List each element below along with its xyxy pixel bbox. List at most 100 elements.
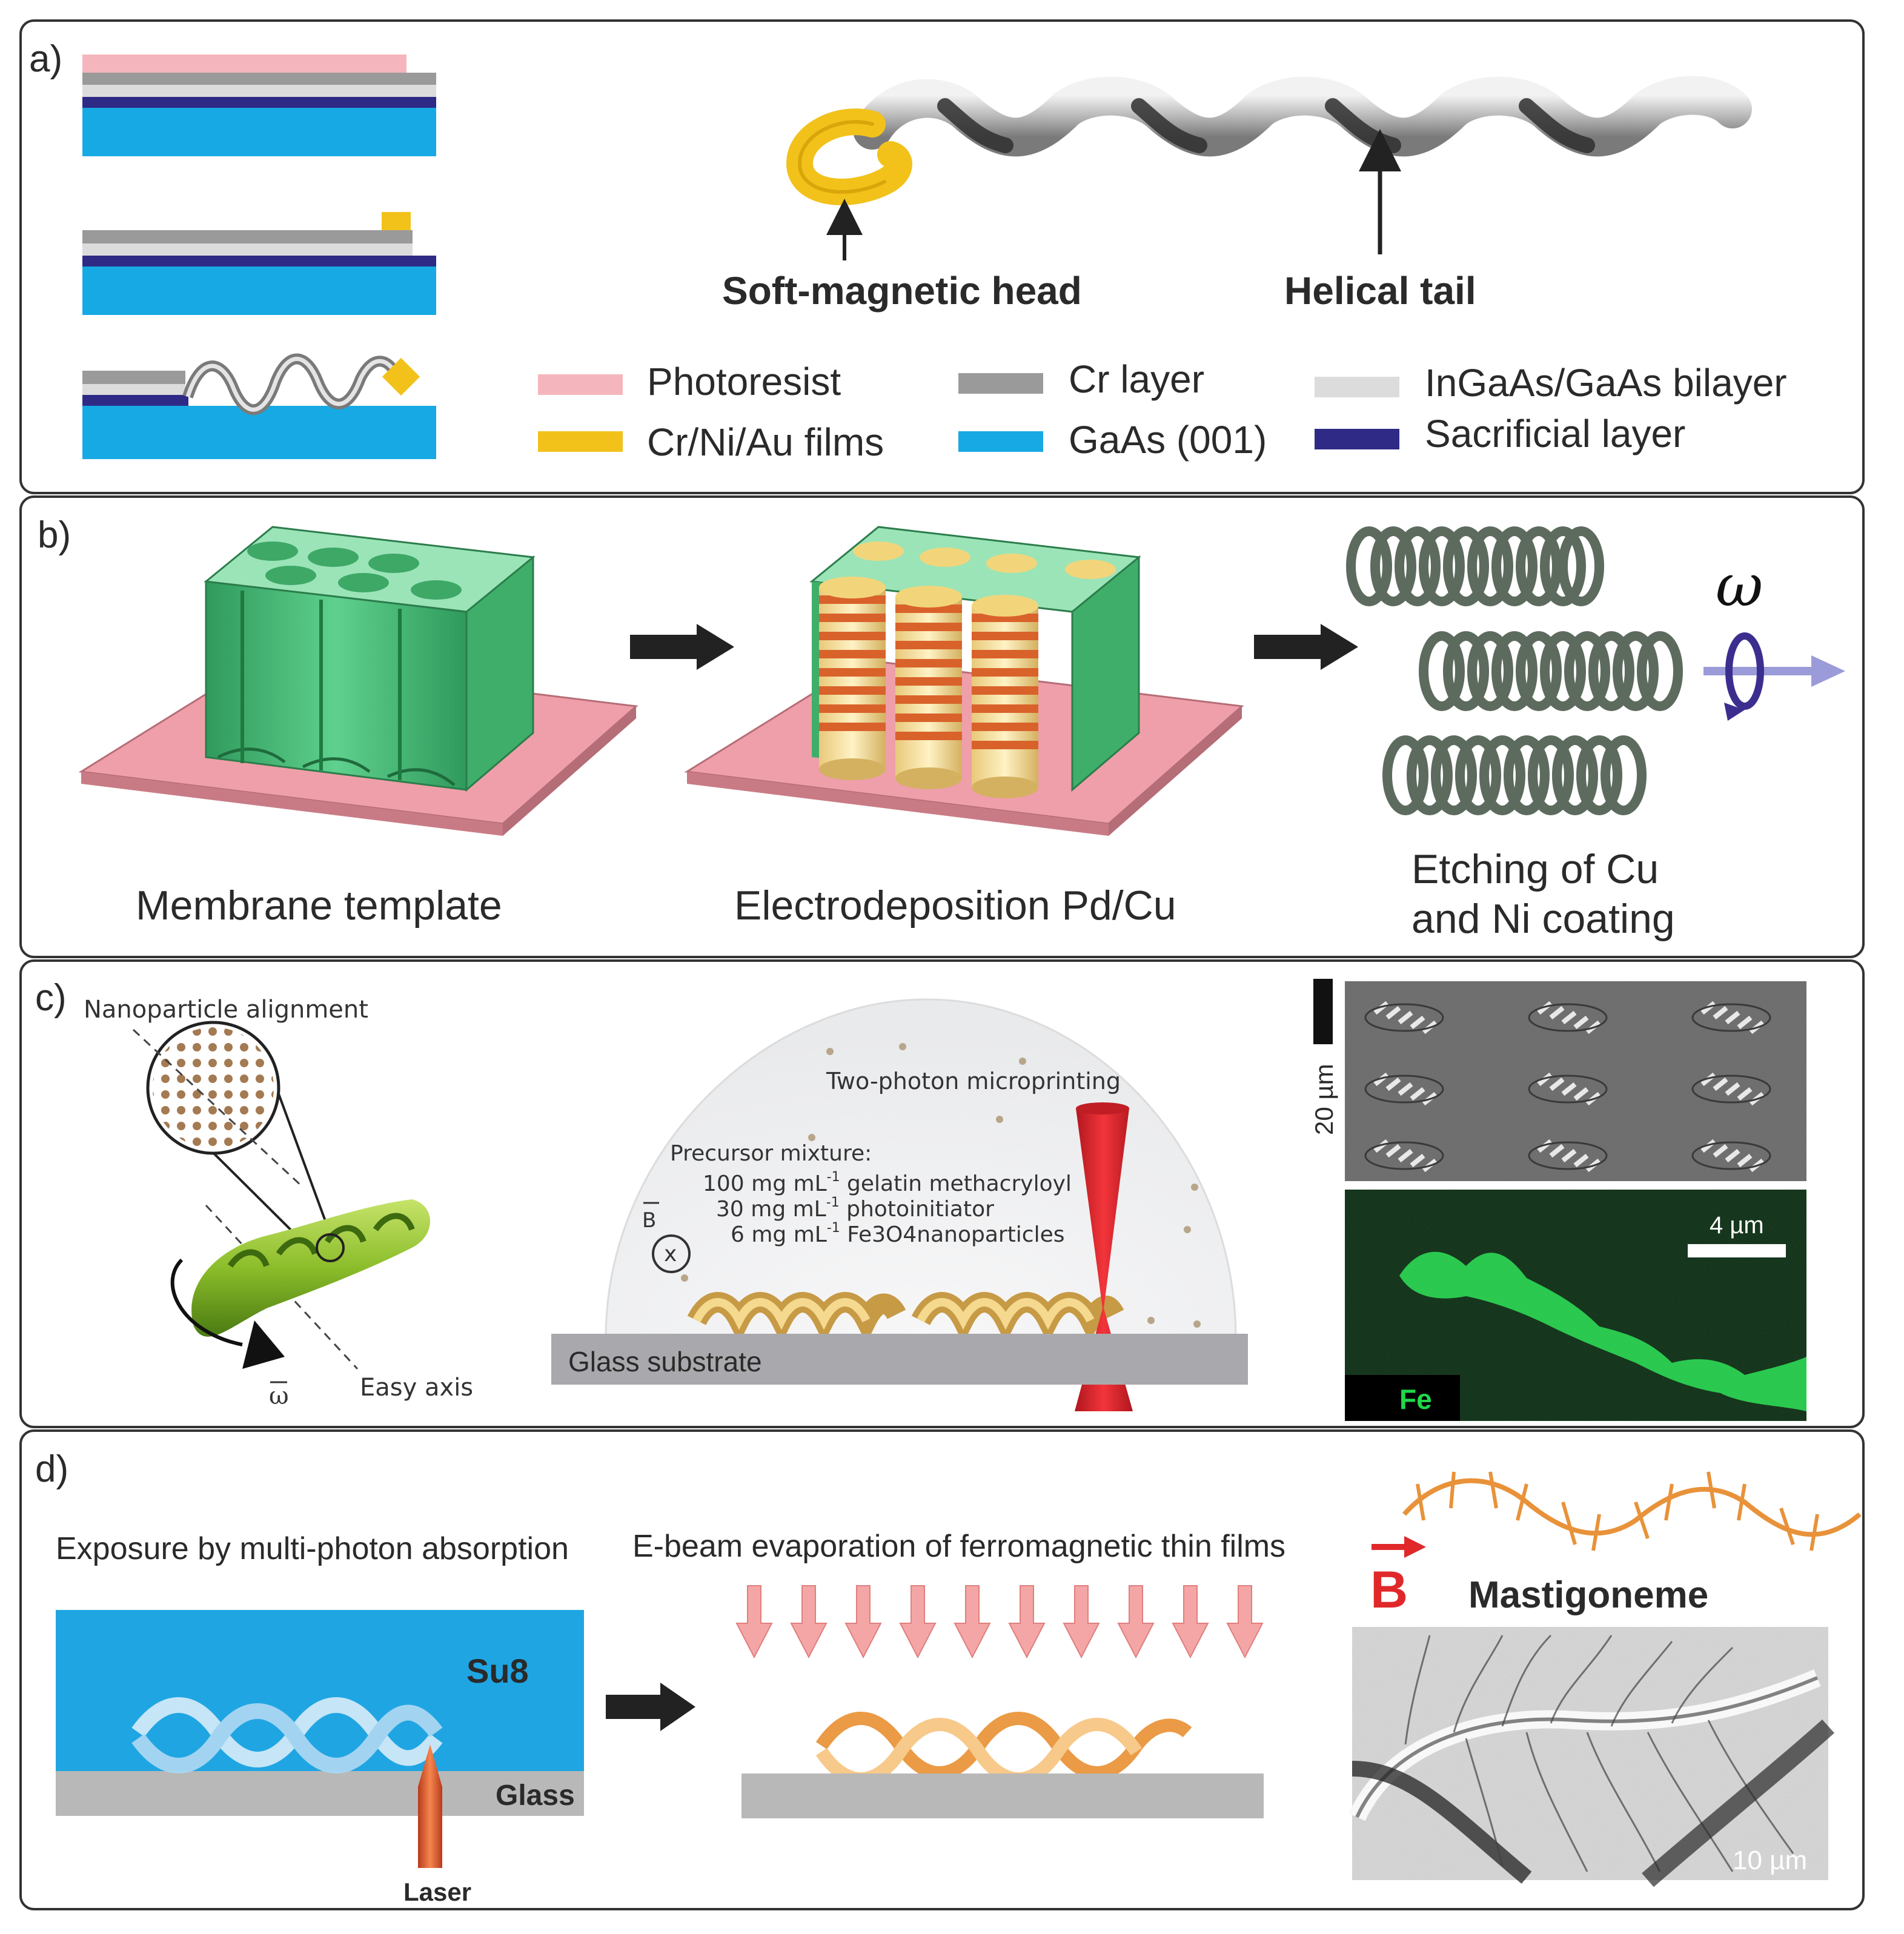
sem-scale-label: 20 µm <box>1310 1064 1338 1135</box>
panel-c: c) Nanoparticle alignment ω Easy axis <box>35 977 1806 1421</box>
glass-substrate-label: Glass substrate <box>568 1346 762 1377</box>
b-field-label: B <box>642 1208 656 1233</box>
layer-stack-1 <box>82 55 436 156</box>
sem-image <box>1345 981 1806 1181</box>
fluor-scale-bar <box>1688 1244 1786 1257</box>
svg-text:6 mg mL-1 Fe3O4nanoparticles: 6 mg mL-1 Fe3O4nanoparticles <box>731 1220 1065 1247</box>
svg-text:30 mg mL-1 photoinitiator: 30 mg mL-1 photoinitiator <box>716 1195 994 1222</box>
precursor-title: Precursor mixture: <box>670 1141 872 1166</box>
green-helix <box>170 1199 430 1369</box>
coil-1 <box>1346 526 1604 606</box>
gold-helices <box>687 1292 1124 1343</box>
legend-text-sacrificial: Sacrificial layer <box>1425 412 1685 455</box>
panel-a-label: a) <box>29 38 62 80</box>
arrow-b-1 <box>630 624 734 670</box>
precursor-amount-3: 6 mg mL <box>731 1222 827 1247</box>
membrane-template <box>78 526 639 836</box>
glass-substrate-c <box>551 1334 1248 1385</box>
fluorescence-image: 4 µm Fe <box>1345 1190 1806 1421</box>
legend-text-photoresist: Photoresist <box>647 360 841 403</box>
panel-d: d) Exposure by multi-photon absorption E… <box>35 1448 1862 1906</box>
legend-text-ingaas: InGaAs/GaAs bilayer <box>1425 361 1787 405</box>
omega-vector: ω <box>269 1382 289 1410</box>
step-etching-line1: Etching of Cu <box>1411 846 1659 892</box>
arrow-d-1 <box>606 1683 695 1731</box>
exposed-helix <box>131 1697 443 1773</box>
panel-a: a) <box>29 38 1787 464</box>
helical-tail <box>853 76 1752 157</box>
legend-text-cr-layer: Cr layer <box>1069 357 1204 401</box>
legend-swatch-cr-layer <box>958 373 1043 394</box>
legend-swatch-ingaas <box>1315 377 1399 397</box>
su8-label: Su8 <box>466 1652 529 1690</box>
step-ebeam: E-beam evaporation of ferromagnetic thin… <box>632 1529 1285 1564</box>
nanowire-cylinders <box>819 577 1038 798</box>
nanoparticle-magnifier <box>132 1021 359 1370</box>
mastigoneme-schematic <box>1402 1471 1862 1551</box>
panel-c-border <box>19 959 1865 1428</box>
step-membrane-template: Membrane template <box>136 883 502 929</box>
evaporation-arrows <box>735 1585 1264 1659</box>
legend-swatch-sacrificial <box>1315 429 1399 449</box>
two-photon-label: Two-photon microprinting <box>826 1068 1121 1094</box>
precursor-amount-1: 100 mg mL <box>703 1171 827 1196</box>
svg-text:100 mg mL-1 gelatin methacrylo: 100 mg mL-1 gelatin methacryloyl <box>703 1170 1072 1196</box>
tail-label: Helical tail <box>1284 269 1476 313</box>
precursor-rest-3: Fe3O4nanoparticles <box>840 1222 1065 1247</box>
legend-text-gaas: GaAs (001) <box>1069 418 1267 462</box>
step-electrodeposition: Electrodeposition Pd/Cu <box>734 883 1176 929</box>
b-field-label-d: B <box>1370 1561 1408 1619</box>
rotation-arrow: ω <box>1703 552 1845 721</box>
coil-3 <box>1382 735 1647 815</box>
layer-stack-2 <box>82 212 436 315</box>
printing-dome <box>605 998 1237 1340</box>
panel-d-border <box>19 1429 1865 1910</box>
laser-label: Laser <box>403 1878 471 1906</box>
precursor-list: 100 mg mL-1 gelatin methacryloyl 30 mg m… <box>703 1170 1072 1247</box>
legend-text-cr-ni-au: Cr/Ni/Au films <box>647 420 884 464</box>
coated-helix <box>815 1712 1192 1786</box>
fluor-scale-label: 4 µm <box>1710 1212 1764 1239</box>
b-field-into-page <box>652 1234 691 1273</box>
layer-stack-3 <box>82 353 436 459</box>
micrograph-scale: 10 µm <box>1733 1846 1807 1875</box>
panel-b: b) <box>38 514 1845 942</box>
glass-label-d: Glass <box>496 1780 575 1812</box>
helical-microrobot <box>786 76 1752 205</box>
micrograph: 10 µm <box>1348 1627 1835 1887</box>
panel-d-label: d) <box>35 1448 68 1490</box>
precursor-exp-1: -1 <box>827 1170 840 1185</box>
glass-d2 <box>741 1773 1264 1818</box>
helical-coils <box>1346 526 1683 815</box>
sem-helix-array <box>1373 1001 1765 1173</box>
laser-pen <box>418 1744 442 1868</box>
coil-2 <box>1419 631 1683 711</box>
precursor-rest-2: photoinitiator <box>840 1197 994 1222</box>
legend: Photoresist Cr/Ni/Au films Cr layer GaAs… <box>538 357 1787 464</box>
panel-c-label: c) <box>35 977 67 1019</box>
precursor-exp-2: -1 <box>826 1195 840 1210</box>
head-label: Soft-magnetic head <box>722 269 1082 313</box>
panel-b-border <box>19 495 1865 958</box>
precursor-amount-2: 30 mg mL <box>716 1197 826 1222</box>
electrodeposition-template <box>684 526 1244 836</box>
legend-swatch-cr-ni-au <box>538 431 623 452</box>
step-etching-line2: and Ni coating <box>1411 896 1675 942</box>
sem-scale-bar <box>1313 979 1333 1044</box>
nanoparticle-alignment-label: Nanoparticle alignment <box>84 996 368 1024</box>
glass-d1 <box>56 1771 584 1816</box>
panel-b-label: b) <box>38 514 71 556</box>
laser-beam <box>1075 1108 1133 1411</box>
arrow-b-2 <box>1254 624 1358 670</box>
mastigoneme-label: Mastigoneme <box>1468 1574 1708 1616</box>
fluor-element-label: Fe <box>1399 1383 1432 1415</box>
omega-symbol: ω <box>1716 552 1763 620</box>
legend-swatch-gaas <box>958 431 1043 452</box>
panel-a-border <box>19 19 1865 494</box>
easy-axis-label: Easy axis <box>360 1374 473 1402</box>
step-exposure: Exposure by multi-photon absorption <box>56 1531 569 1566</box>
legend-swatch-photoresist <box>538 374 623 395</box>
precursor-rest-1: gelatin methacryloyl <box>840 1171 1072 1196</box>
precursor-exp-3: -1 <box>827 1220 840 1236</box>
